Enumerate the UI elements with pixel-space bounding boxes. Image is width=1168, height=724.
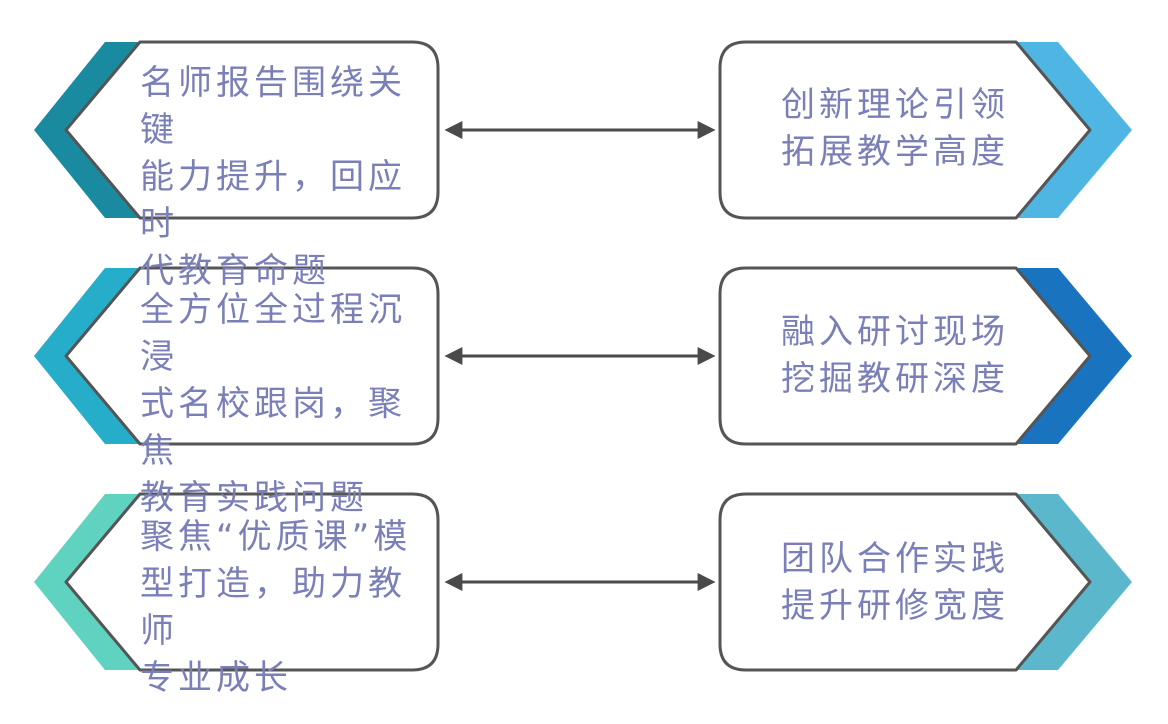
left-box-2 (64, 266, 440, 446)
left-box-text-3: 聚焦“优质课”模 型打造，助力教师 专业成长 (140, 517, 412, 698)
right-box-3 (718, 492, 1092, 672)
left-box-text-2: 全方位全过程沉浸 式名校跟岗，聚焦 教育实践问题 (140, 290, 406, 518)
right-box-text-1: 创新理论引领 拓展教学高度 (781, 85, 1009, 172)
right-chevron-accent-2 (1012, 268, 1132, 444)
left-box-text-1: 名师报告围绕关键 能力提升，回应时 代教育命题 (140, 63, 406, 291)
right-box-2 (718, 266, 1092, 446)
left-chevron-accent-2 (34, 268, 140, 444)
left-box-1 (64, 40, 440, 220)
left-chevron-accent-3 (34, 494, 140, 670)
right-chevron-accent-1 (1012, 42, 1132, 218)
left-box-3 (64, 492, 440, 672)
right-box-text-2: 融入研讨现场 挖掘教研深度 (781, 312, 1009, 399)
left-chevron-accent-1 (34, 42, 140, 218)
right-box-1 (718, 40, 1092, 220)
right-box-text-3: 团队合作实践 提升研修宽度 (781, 539, 1009, 626)
right-chevron-accent-3 (1012, 494, 1132, 670)
